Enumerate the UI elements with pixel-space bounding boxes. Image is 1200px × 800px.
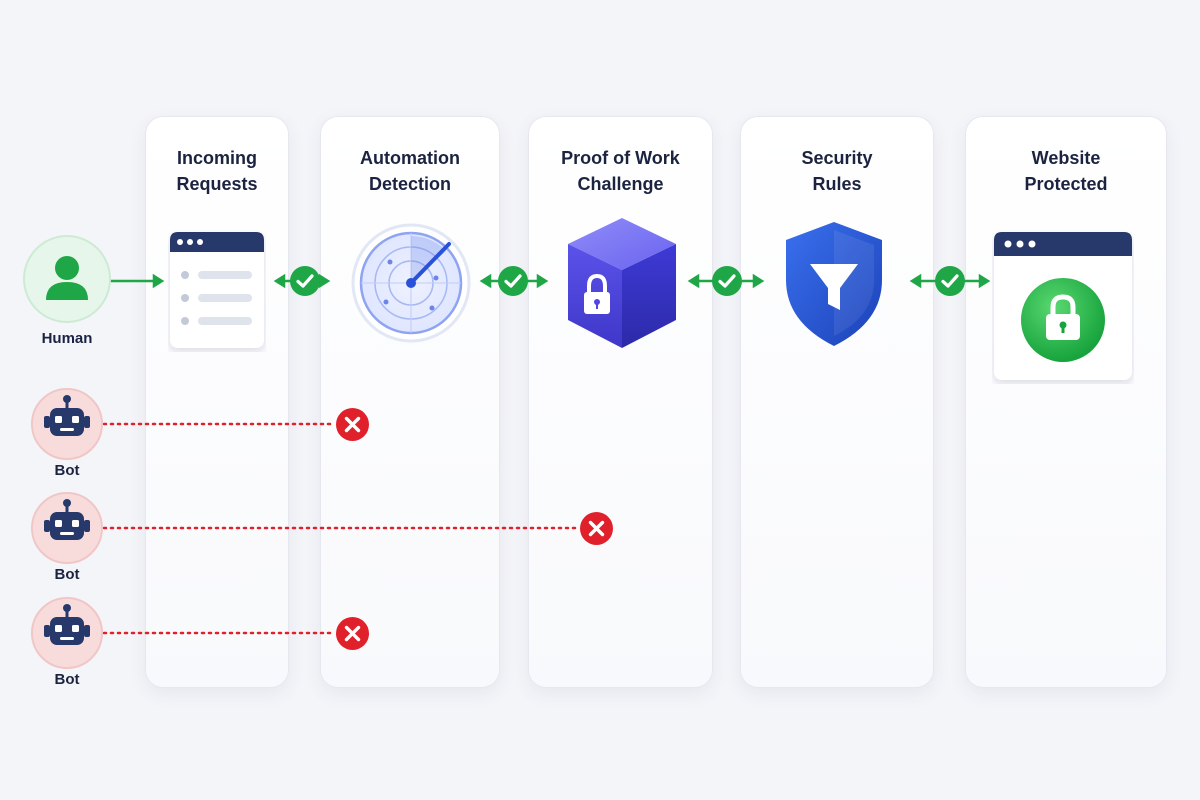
robot-icon — [31, 492, 103, 564]
column-proof-of-work: Proof of Work Challenge — [528, 116, 713, 688]
robot-icon — [31, 597, 103, 669]
column-incoming-requests: Incoming Requests — [145, 116, 289, 688]
check-icon — [289, 265, 321, 302]
protected-website-icon — [992, 230, 1134, 389]
check-icon — [497, 265, 529, 302]
lock-icon — [584, 273, 610, 314]
blocked-x-icon — [579, 511, 614, 551]
check-icon — [711, 265, 743, 302]
human-icon — [23, 235, 111, 323]
column-website-protected: Website Protected — [965, 116, 1167, 688]
column-title-proof-of-work: Proof of Work Challenge — [561, 148, 680, 194]
human-label: Human — [41, 330, 93, 347]
column-security-rules: Security Rules — [740, 116, 934, 688]
bot-label: Bot — [54, 462, 80, 479]
bot-label: Bot — [54, 566, 80, 583]
radar-icon — [350, 222, 472, 349]
column-title-security-rules: Security Rules — [801, 148, 873, 194]
proof-of-work-cube-icon — [562, 214, 682, 357]
funnel-icon — [810, 264, 858, 310]
robot-icon — [31, 388, 103, 460]
bot-label: Bot — [54, 671, 80, 688]
column-title-website-protected: Website Protected — [1024, 148, 1108, 194]
shield-filter-icon — [778, 218, 890, 355]
blocked-x-icon — [335, 616, 370, 656]
check-icon — [934, 265, 966, 302]
request-list-icon — [168, 230, 266, 357]
column-title-incoming-requests: Incoming Requests — [176, 148, 258, 194]
blocked-x-icon — [335, 407, 370, 447]
column-automation-detection: Automation Detection — [320, 116, 500, 688]
lock-icon — [1046, 294, 1080, 340]
column-title-automation-detection: Automation Detection — [360, 148, 460, 194]
